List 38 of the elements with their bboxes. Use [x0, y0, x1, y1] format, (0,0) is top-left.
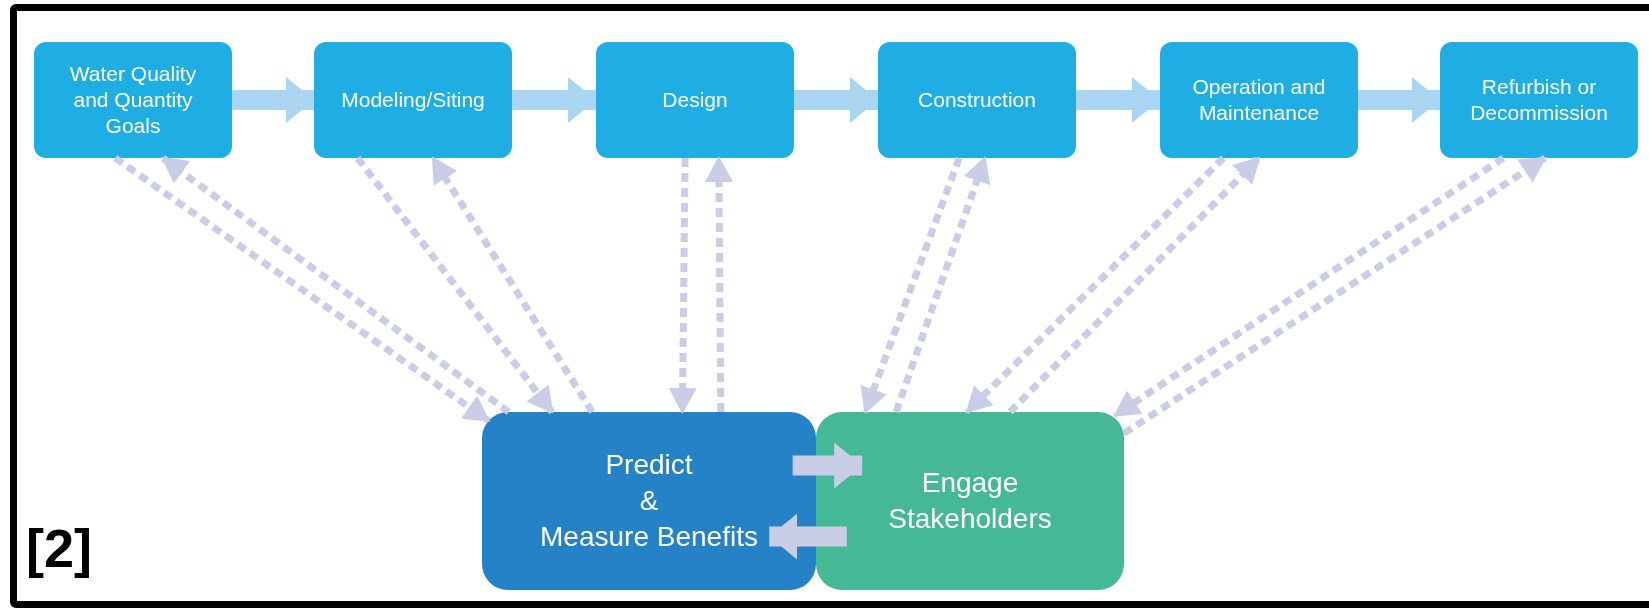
process-box — [596, 42, 794, 158]
process-box — [1440, 42, 1638, 158]
arrow — [512, 77, 596, 123]
process-box — [1160, 42, 1358, 158]
arrow — [1007, 155, 1262, 415]
box-label: Measure Benefits — [540, 520, 758, 554]
box-label: Refurbish or Decommission — [1469, 74, 1609, 126]
arrow — [892, 156, 991, 414]
arrow — [860, 156, 963, 414]
process-box — [314, 42, 512, 158]
arrow — [354, 155, 555, 415]
box-label: & — [639, 484, 659, 518]
process-box — [878, 42, 1076, 158]
box-label: Water Quality and Quantity Goals — [68, 61, 198, 139]
arrow — [769, 513, 847, 560]
arrow — [1112, 155, 1506, 419]
figure-number: [2] — [26, 518, 92, 578]
box-label: Engage Stakeholders — [888, 466, 1052, 536]
box-label: Construction — [918, 87, 1036, 113]
box-label: Operation and Maintenance — [1191, 74, 1327, 126]
arrow — [794, 77, 878, 123]
arrow — [113, 155, 491, 424]
arrow — [1076, 77, 1160, 123]
arrow — [232, 77, 314, 123]
box-label: Predict — [605, 448, 693, 482]
process-box — [816, 412, 1124, 590]
arrow — [160, 155, 511, 415]
arrow — [429, 156, 596, 414]
box-label: Design — [662, 87, 728, 113]
arrow — [704, 156, 733, 413]
arrow — [1122, 155, 1547, 437]
process-box — [482, 412, 816, 590]
box-label: Modeling/Siting — [341, 87, 485, 113]
process-box — [34, 42, 232, 158]
arrow — [964, 155, 1226, 415]
arrow — [668, 157, 697, 414]
arrow — [1358, 77, 1440, 123]
arrow — [792, 442, 863, 489]
